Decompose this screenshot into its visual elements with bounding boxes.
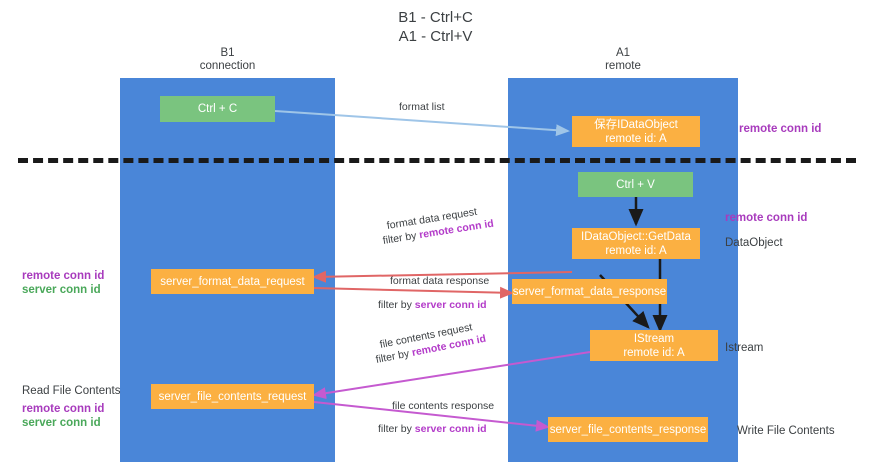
edge-label-file-contents-response: file contents response bbox=[392, 400, 494, 413]
node-server-format-data-request[interactable]: server_format_data_request bbox=[151, 269, 314, 294]
filter-key-server-conn-id: server conn id bbox=[414, 423, 487, 435]
left-label-server-conn-id-1: server conn id bbox=[22, 284, 101, 296]
node-getdata-line2: remote id: A bbox=[605, 244, 667, 257]
left-label-remote-conn-id-2: remote conn id bbox=[22, 403, 105, 415]
filter-prefix: filter by bbox=[378, 299, 415, 311]
column-left-name: B1 bbox=[220, 47, 235, 59]
edge-label-format-list-text: format list bbox=[399, 101, 445, 113]
column-header-left: B1 connection bbox=[120, 47, 335, 73]
node-istream[interactable]: IStream remote id: A bbox=[590, 330, 718, 361]
edge-label-format-data-response: format data response bbox=[390, 275, 489, 288]
edge-label-format-data-response-filter: filter by server conn id bbox=[378, 299, 487, 312]
node-server-format-data-response-label: server_format_data_response bbox=[512, 285, 667, 298]
edge-label-format-list: format list bbox=[399, 101, 445, 114]
node-server-file-contents-request-label: server_file_contents_request bbox=[158, 390, 307, 403]
node-istream-line1: IStream bbox=[633, 332, 675, 345]
node-ctrl-c-label: Ctrl + C bbox=[197, 103, 238, 115]
column-right-role: remote bbox=[605, 60, 641, 72]
edge-label-file-contents-response-filter: filter by server conn id bbox=[378, 423, 487, 436]
node-istream-line2: remote id: A bbox=[623, 346, 685, 359]
node-server-file-contents-request[interactable]: server_file_contents_request bbox=[151, 384, 314, 409]
column-header-right: A1 remote bbox=[508, 47, 738, 73]
right-label-dataobject: DataObject bbox=[725, 237, 783, 249]
node-save-idataobject-line2: remote id: A bbox=[605, 132, 667, 145]
right-label-istream: Istream bbox=[725, 342, 764, 354]
left-label-remote-conn-id-1: remote conn id bbox=[22, 270, 105, 282]
left-label-read-file-contents: Read File Contents bbox=[22, 385, 121, 397]
column-right-name: A1 bbox=[615, 47, 631, 59]
node-server-file-contents-response-label: server_file_contents_response bbox=[549, 423, 707, 436]
node-getdata-line1: IDataObject::GetData bbox=[581, 230, 691, 243]
left-label-server-conn-id-2: server conn id bbox=[22, 417, 101, 429]
filter-key-server-conn-id: server conn id bbox=[414, 299, 487, 311]
node-idataobject-getdata[interactable]: IDataObject::GetData remote id: A bbox=[572, 228, 700, 259]
node-ctrl-c[interactable]: Ctrl + C bbox=[160, 96, 275, 122]
node-server-file-contents-response[interactable]: server_file_contents_response bbox=[548, 417, 708, 442]
node-ctrl-v-label: Ctrl + V bbox=[616, 178, 655, 191]
filter-prefix: filter by bbox=[378, 423, 415, 435]
edge-label-file-contents-response-text: file contents response bbox=[392, 400, 495, 412]
node-server-format-data-response[interactable]: server_format_data_response bbox=[512, 279, 667, 304]
right-label-write-file-contents: Write File Contents bbox=[737, 425, 835, 437]
edge-label-format-data-response-text: format data response bbox=[390, 275, 490, 287]
node-save-idataobject-line1: 保存IDataObject bbox=[594, 118, 678, 131]
column-left-role: connection bbox=[199, 60, 256, 72]
page-title: B1 - Ctrl+C A1 - Ctrl+V bbox=[0, 8, 871, 46]
node-ctrl-v[interactable]: Ctrl + V bbox=[578, 172, 693, 197]
title-line-1: B1 - Ctrl+C bbox=[398, 9, 473, 26]
right-label-remote-conn-id-mid: remote conn id bbox=[725, 212, 808, 224]
phase-divider bbox=[18, 158, 856, 163]
title-line-2: A1 - Ctrl+V bbox=[398, 28, 473, 45]
node-save-idataobject[interactable]: 保存IDataObject remote id: A bbox=[572, 116, 700, 147]
right-label-remote-conn-id-top: remote conn id bbox=[739, 123, 822, 135]
node-server-format-data-request-label: server_format_data_request bbox=[160, 275, 305, 288]
